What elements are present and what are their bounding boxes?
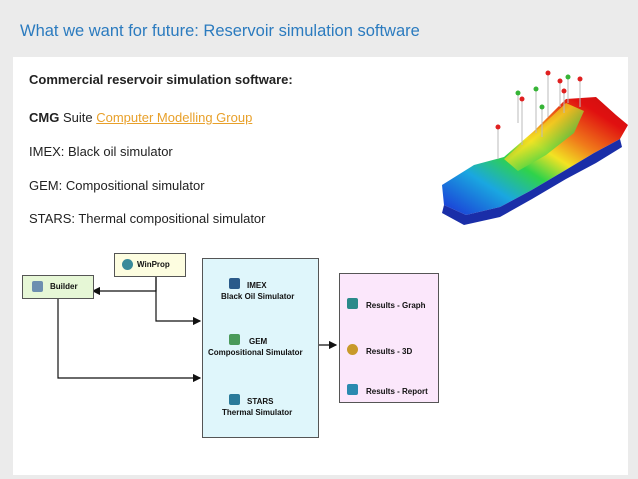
results-graph-label: Results - Graph [366, 301, 426, 310]
reservoir-3d-image [434, 67, 628, 230]
cmg-link[interactable]: Computer Modelling Group [96, 110, 253, 125]
bullet-imex: IMEX: Black oil simulator [29, 144, 173, 159]
gem-name: GEM [249, 337, 268, 346]
builder-label: Builder [50, 282, 78, 291]
stars-name: STARS [247, 397, 274, 406]
graph-icon [347, 298, 358, 309]
winprop-label: WinProp [137, 260, 170, 269]
bullet-stars: STARS: Thermal compositional simulator [29, 211, 266, 226]
imex-subtitle: Black Oil Simulator [221, 292, 295, 301]
winprop-box: WinProp [114, 253, 186, 277]
cmg-bold-label: CMG [29, 110, 60, 125]
bullet-gem: GEM: Compositional simulator [29, 178, 205, 193]
gem-subtitle: Compositional Simulator [208, 348, 303, 357]
bullet-heading: Commercial reservoir simulation software… [29, 72, 293, 87]
stars-icon [229, 394, 240, 405]
imex-name: IMEX [247, 281, 267, 290]
bullet-cmg: CMG Suite Computer Modelling Group [29, 110, 252, 125]
results-box: Results - Graph Results - 3D Results - R… [339, 273, 439, 403]
builder-box: Builder [22, 275, 94, 299]
cmg-suite-label: Suite [62, 110, 93, 125]
gem-icon [229, 334, 240, 345]
results-3d-label: Results - 3D [366, 347, 413, 356]
3d-icon [347, 344, 358, 355]
imex-icon [229, 278, 240, 289]
winprop-icon [122, 259, 133, 270]
simulators-box: IMEX Black Oil Simulator GEM Composition… [202, 258, 319, 438]
stars-subtitle: Thermal Simulator [222, 408, 293, 417]
report-icon [347, 384, 358, 395]
builder-icon [32, 281, 43, 292]
slide-title: What we want for future: Reservoir simul… [20, 22, 420, 40]
results-report-label: Results - Report [366, 387, 428, 396]
